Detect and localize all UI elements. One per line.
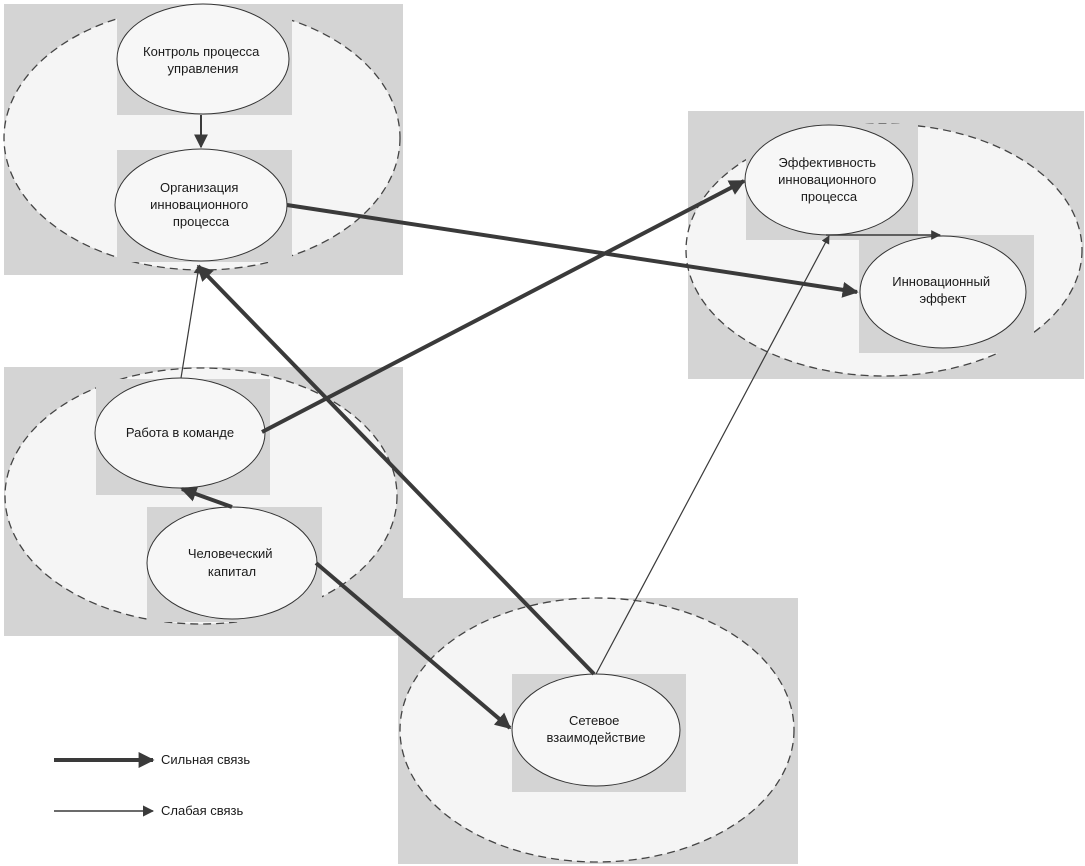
- node-network-label: Сетевое взаимодействие: [546, 713, 645, 745]
- link-teamwork-to-organization: [180, 265, 202, 379]
- node-effect-label: Инновационный эффект: [892, 274, 993, 306]
- link-human-capital-to-teamwork: [180, 486, 233, 509]
- node-human-capital: Человеческий капитал: [146, 506, 322, 622]
- node-efficiency: Эффективность инновационного процесса: [744, 124, 918, 240]
- node-control-label: Контроль процесса управления: [143, 44, 263, 76]
- node-organization-label: Организация инновационного процесса: [150, 180, 252, 229]
- link-teamwork-to-efficiency: [261, 179, 746, 434]
- node-human-capital-label: Человеческий капитал: [188, 546, 276, 579]
- node-teamwork: Работа в команде: [94, 377, 270, 495]
- link-network-to-organization: [196, 264, 596, 676]
- node-organization: Организация инновационного процесса: [114, 148, 292, 262]
- node-network: Сетевое взаимодействие: [511, 673, 686, 792]
- legend: Сильная связь Слабая связь: [54, 752, 250, 818]
- legend-weak-label: Слабая связь: [161, 803, 243, 818]
- node-control: Контроль процесса управления: [116, 3, 292, 115]
- node-effect: Инновационный эффект: [859, 235, 1034, 353]
- link-organization-to-effect: [286, 203, 859, 298]
- link-human-capital-to-network: [314, 561, 512, 730]
- legend-strong-label: Сильная связь: [161, 752, 250, 767]
- node-teamwork-label: Работа в команде: [126, 425, 234, 440]
- node-efficiency-label: Эффективность инновационного процесса: [778, 155, 880, 204]
- link-network-to-efficiency: [595, 235, 830, 675]
